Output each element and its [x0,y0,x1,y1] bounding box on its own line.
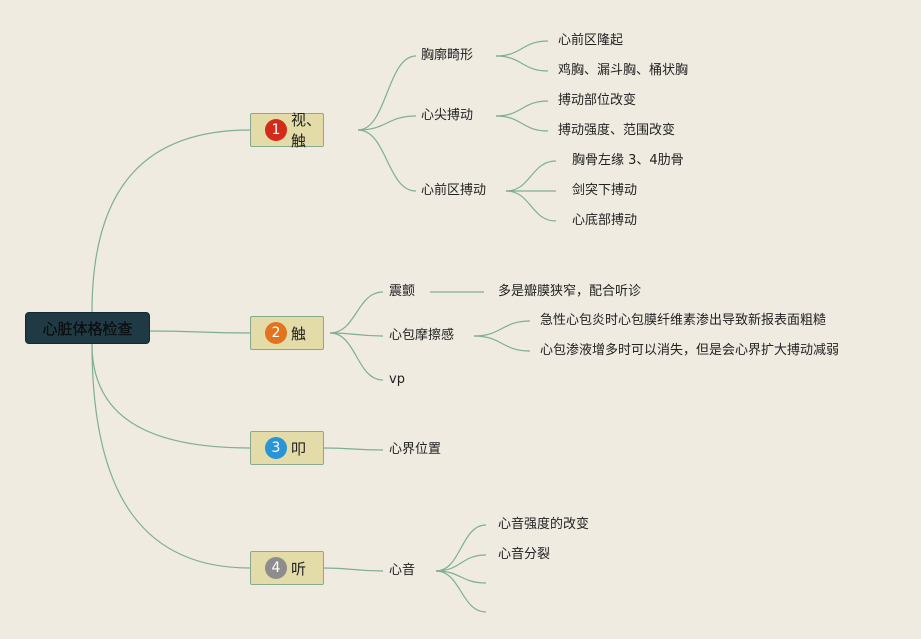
subtopic-label[interactable]: 心音 [389,563,416,578]
branch-node-3[interactable]: 3 叩 [250,431,324,465]
leaf-label[interactable]: 急性心包炎时心包膜纤维素渗出导致新报表面粗糙 [540,313,827,328]
subtopic-label[interactable]: 震颤 [389,284,416,299]
connector-line [329,332,384,337]
leaf-label[interactable]: 胸骨左缘 3、4肋骨 [572,153,684,168]
connector-line [91,343,251,449]
leaf-label[interactable]: 心音强度的改变 [498,517,590,532]
connector-line [435,524,487,572]
subtopic-label[interactable]: 心包摩擦感 [389,328,455,343]
number-badge-3: 3 [265,437,287,459]
leaf-label[interactable]: 心底部搏动 [572,213,638,228]
subtopic-label[interactable]: vp [389,372,405,387]
branch-node-4[interactable]: 4 听 [250,551,324,585]
branch-label: 触 [291,324,307,343]
root-node[interactable]: 心脏体格检查 [25,312,150,344]
leaf-label[interactable]: 鸡胸、漏斗胸、桶状胸 [558,63,689,78]
number-badge-4: 4 [265,557,287,579]
leaf-label[interactable]: 剑突下搏动 [572,183,638,198]
number-badge-1: 1 [265,119,287,141]
connector-line [495,115,549,132]
leaf-label[interactable]: 心音分裂 [498,547,551,562]
leaf-label[interactable]: 心前区隆起 [558,33,624,48]
connector-line [357,55,417,131]
subtopic-label[interactable]: 心界位置 [389,442,442,457]
subtopic-label[interactable]: 心尖搏动 [421,108,474,123]
branch-label: 听 [291,559,307,578]
root-label: 心脏体格检查 [42,319,133,338]
connector-line [473,335,531,352]
leaf-label[interactable]: 多是瓣膜狭窄，配合听诊 [498,284,642,299]
connector-line [91,129,251,313]
connector-line [357,115,417,131]
connector-line [435,570,487,613]
connector-line [495,40,549,57]
connector-line [505,160,557,192]
leaf-label[interactable]: 搏动强度、范围改变 [558,123,676,138]
branch-label: 视、触 [291,111,322,150]
branch-node-2[interactable]: 2 触 [250,316,324,350]
subtopic-label[interactable]: 心前区搏动 [421,183,487,198]
connector-line [329,291,384,334]
number-badge-2: 2 [265,322,287,344]
connector-line [505,190,557,222]
connector-line [357,129,417,192]
leaf-label[interactable]: 搏动部位改变 [558,93,637,108]
connector-line [435,554,487,572]
branch-node-1[interactable]: 1 视、触 [250,111,324,150]
connector-line [91,343,251,569]
connector-line [323,567,384,572]
connector-line [495,55,549,72]
leaf-label[interactable]: 心包渗液增多时可以消失，但是会心界扩大搏动减弱 [540,343,840,358]
connector-line [323,447,384,451]
connector-line [495,100,549,117]
connector-line [329,332,384,381]
subtopic-label[interactable]: 胸廓畸形 [421,48,474,63]
connector-line [149,330,251,334]
branch-label: 叩 [291,439,307,458]
connector-line [473,320,531,337]
